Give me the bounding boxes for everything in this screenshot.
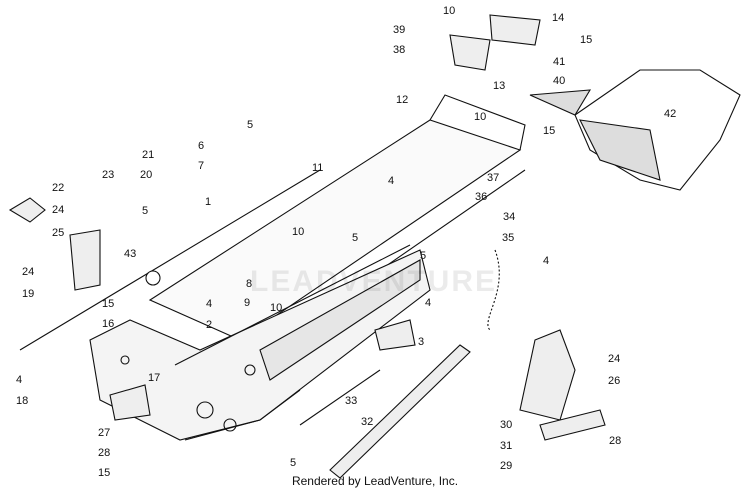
callout-label: 10 [474, 111, 486, 123]
callout-label: 5 [142, 205, 148, 217]
callout-label: 35 [502, 232, 514, 244]
callout-labels: 10 39 38 14 15 41 40 42 15 12 13 10 5 6 … [16, 5, 676, 479]
callout-label: 34 [503, 211, 515, 223]
callout-label: 10 [443, 5, 455, 17]
callout-label: 32 [361, 416, 373, 428]
callout-label: 43 [124, 248, 136, 260]
callout-label: 10 [292, 226, 304, 238]
callout-label: 42 [664, 108, 676, 120]
callout-label: 23 [102, 169, 114, 181]
callout-label: 31 [500, 440, 512, 452]
callout-label: 14 [552, 12, 564, 24]
callout-label: 28 [98, 447, 110, 459]
callout-label: 21 [142, 149, 154, 161]
callout-label: 37 [487, 172, 499, 184]
callout-label: 26 [608, 375, 620, 387]
callout-label: 16 [102, 318, 114, 330]
callout-label: 15 [580, 34, 592, 46]
callout-label: 6 [198, 140, 204, 152]
callout-label: 41 [553, 56, 565, 68]
callout-label: 12 [396, 94, 408, 106]
callout-label: 24 [608, 353, 620, 365]
callout-label: 3 [418, 336, 424, 348]
callout-label: 25 [52, 227, 64, 239]
callout-label: 4 [206, 298, 212, 310]
callout-label: 5 [247, 119, 253, 131]
callout-label: 5 [352, 232, 358, 244]
callout-label: 13 [493, 80, 505, 92]
callout-label: 4 [388, 175, 394, 187]
callout-label: 22 [52, 182, 64, 194]
callout-label: 30 [500, 419, 512, 431]
callout-label: 4 [16, 374, 22, 386]
callout-label: 11 [312, 162, 323, 174]
callout-label: 28 [609, 435, 621, 447]
callout-label: 15 [543, 125, 555, 137]
callout-label: 4 [543, 255, 549, 267]
callout-label: 40 [553, 75, 565, 87]
callout-label: 9 [244, 297, 250, 309]
callout-label: 19 [22, 288, 34, 300]
callout-label: 18 [16, 395, 28, 407]
callout-label: 20 [140, 169, 152, 181]
callout-label: 17 [148, 372, 160, 384]
callout-label: 5 [290, 457, 296, 469]
callout-label: 7 [198, 160, 204, 172]
callout-label: 24 [22, 266, 34, 278]
callout-label: 1 [205, 196, 211, 208]
callout-label: 10 [270, 302, 282, 314]
callout-label: 5 [420, 250, 426, 262]
callout-label: 39 [393, 24, 405, 36]
callout-label: 4 [425, 297, 431, 309]
callout-label: 38 [393, 44, 405, 56]
callout-label: 27 [98, 427, 110, 439]
callout-label: 33 [345, 395, 357, 407]
callout-label: 15 [98, 467, 110, 479]
main-parts-outline [8, 14, 741, 479]
callout-label: 29 [500, 460, 512, 472]
callout-label: 8 [246, 278, 252, 290]
callout-label: 36 [475, 191, 487, 203]
callout-label: 15 [102, 298, 114, 310]
callout-label: 2 [206, 319, 212, 331]
callout-label: 24 [52, 204, 64, 216]
render-credit: Rendered by LeadVenture, Inc. [291, 474, 459, 488]
